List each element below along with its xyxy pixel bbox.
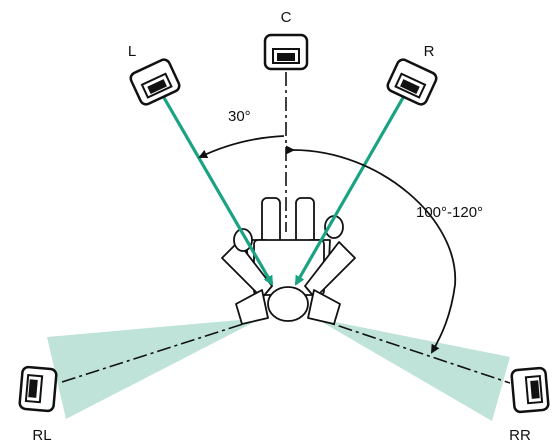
front-angle-arc [198, 135, 285, 159]
front-angle-label: 30° [228, 108, 251, 125]
rear-left-axis-line [61, 317, 263, 383]
center-speaker-label: C [281, 9, 292, 26]
rear-angle-arc [285, 145, 456, 354]
rear-left-coverage-wedge [47, 318, 262, 419]
rear-right-speaker [509, 366, 551, 414]
left-speaker-label: L [128, 43, 136, 60]
right-speaker [384, 56, 440, 108]
rear-right-speaker-label: RR [509, 427, 531, 444]
rear-right-coverage-wedge [315, 318, 510, 421]
rear-angle-label: 100°-120° [416, 204, 483, 221]
left-speaker [127, 56, 183, 108]
center-speaker [263, 33, 309, 71]
rear-left-speaker [17, 365, 59, 413]
right-speaker-label: R [424, 43, 435, 60]
left-sound-path-arrow [161, 95, 274, 286]
rear-left-speaker-label: RL [32, 427, 51, 444]
